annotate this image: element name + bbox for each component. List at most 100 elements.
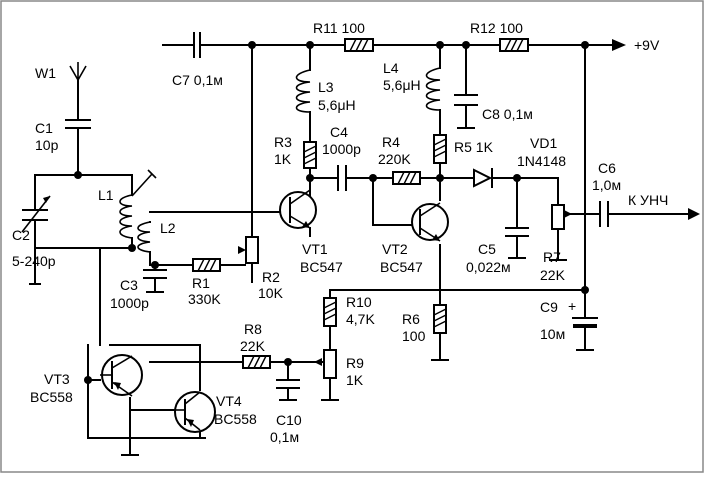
- resistor-r11: [344, 38, 374, 52]
- r8-value: 22K: [240, 338, 266, 354]
- resistor-r8: [242, 355, 271, 369]
- potentiometer-r9: [314, 349, 337, 379]
- supply-label: +9V: [634, 37, 660, 53]
- l4-value: 5,6μH: [383, 77, 421, 93]
- c7-label: C7 0,1м: [172, 72, 223, 88]
- l1-ref: L1: [98, 187, 114, 203]
- vt2-value: BC547: [380, 259, 423, 275]
- vt4-value: BC558: [214, 411, 257, 427]
- inductor-l1: [119, 194, 133, 239]
- r3-ref: R3: [274, 134, 292, 150]
- c5-value: 0,022м: [466, 259, 511, 275]
- vt3-value: BC558: [30, 389, 73, 405]
- vt2-ref: VT2: [382, 241, 408, 257]
- output-arrow-icon: [688, 208, 700, 220]
- labels: +9V К УНЧ W1 C1 10p C2 5-240p L1 L2 C3 1…: [12, 20, 668, 445]
- transistor-vt3: [100, 354, 143, 397]
- antenna-icon: [69, 62, 87, 81]
- transistor-vt4: [174, 391, 216, 433]
- r6-ref: R6: [402, 311, 420, 327]
- capacitor-c3: [143, 269, 167, 279]
- diode-vd1: [473, 168, 493, 188]
- c10-ref: C10: [276, 412, 302, 428]
- l2-ref: L2: [160, 220, 176, 236]
- tuning-arrow-icon: [131, 169, 157, 197]
- r1-value: 330K: [188, 291, 221, 307]
- r2-value: 10K: [258, 285, 284, 301]
- c9-value: 10м: [540, 326, 565, 342]
- capacitor-c4: [337, 165, 347, 191]
- transistor-vt2: [411, 202, 449, 242]
- vt3-ref: VT3: [44, 371, 70, 387]
- r12-label: R12 100: [470, 20, 523, 36]
- resistor-r12: [499, 38, 529, 52]
- c5-ref: C5: [478, 241, 496, 257]
- c1-value: 10p: [35, 137, 59, 153]
- c2-value: 5-240p: [12, 253, 56, 269]
- inductor-l3: [295, 69, 311, 113]
- resistor-r5: [433, 134, 447, 164]
- c8-label: C8 0,1м: [482, 106, 533, 122]
- resistor-r3: [303, 141, 317, 169]
- r4-value: 220K: [378, 151, 411, 167]
- c4-ref: C4: [330, 124, 348, 140]
- supply-arrow-icon: [612, 39, 626, 51]
- capacitor-c6: [599, 201, 609, 227]
- wires: [29, 44, 689, 456]
- l3-ref: L3: [318, 79, 334, 95]
- capacitor-c9: [572, 317, 598, 328]
- vt1-ref: VT1: [302, 241, 328, 257]
- r1-ref: R1: [192, 275, 210, 291]
- c9-ref: C9: [540, 299, 558, 315]
- resistor-r6: [433, 304, 447, 334]
- r10-ref: R10: [346, 294, 372, 310]
- potentiometer-r7: [551, 204, 572, 230]
- transistor-vt1: [279, 179, 317, 237]
- capacitor-c10: [276, 379, 300, 389]
- vt1-value: BC547: [300, 259, 343, 275]
- r3-value: 1K: [274, 151, 292, 167]
- r5-label: R5 1K: [454, 139, 494, 155]
- r7-ref: R7: [543, 249, 561, 265]
- resistor-r1: [192, 258, 221, 272]
- c9-polarity: +: [568, 298, 576, 314]
- l3-value: 5,6μH: [318, 97, 356, 113]
- r11-label: R11 100: [313, 20, 365, 36]
- r2-ref: R2: [262, 269, 280, 285]
- vd1-ref: VD1: [530, 135, 557, 151]
- c3-ref: C3: [120, 277, 138, 293]
- vd1-value: 1N4148: [517, 153, 566, 169]
- r4-ref: R4: [382, 134, 400, 150]
- vt4-ref: VT4: [216, 393, 242, 409]
- inductor-l4: [425, 67, 441, 111]
- inductor-l2: [137, 221, 151, 253]
- c10-value: 0,1м: [270, 429, 299, 445]
- capacitor-c7: [193, 32, 201, 58]
- c6-ref: C6: [598, 160, 616, 176]
- capacitor-c2: [21, 195, 51, 233]
- r9-value: 1K: [346, 372, 364, 388]
- junction-dots: [74, 41, 589, 384]
- capacitor-c8: [454, 94, 478, 106]
- r9-ref: R9: [346, 355, 364, 371]
- r10-value: 4,7K: [346, 311, 375, 327]
- output-label: К УНЧ: [628, 192, 668, 208]
- l4-ref: L4: [383, 60, 399, 76]
- capacitor-c5: [505, 227, 529, 237]
- c2-ref: C2: [12, 227, 30, 243]
- resistor-r4: [392, 171, 421, 185]
- w1-label: W1: [35, 65, 56, 81]
- capacitor-c1: [65, 119, 91, 129]
- r6-value: 100: [402, 328, 426, 344]
- c3-value: 1000p: [110, 295, 149, 311]
- resistor-r10: [323, 297, 337, 327]
- c4-value: 1000p: [322, 141, 361, 157]
- r7-value: 22K: [540, 267, 566, 283]
- r8-ref: R8: [244, 321, 262, 337]
- potentiometer-r2: [238, 236, 259, 264]
- c1-ref: C1: [35, 120, 53, 136]
- c6-value: 1,0м: [592, 177, 621, 193]
